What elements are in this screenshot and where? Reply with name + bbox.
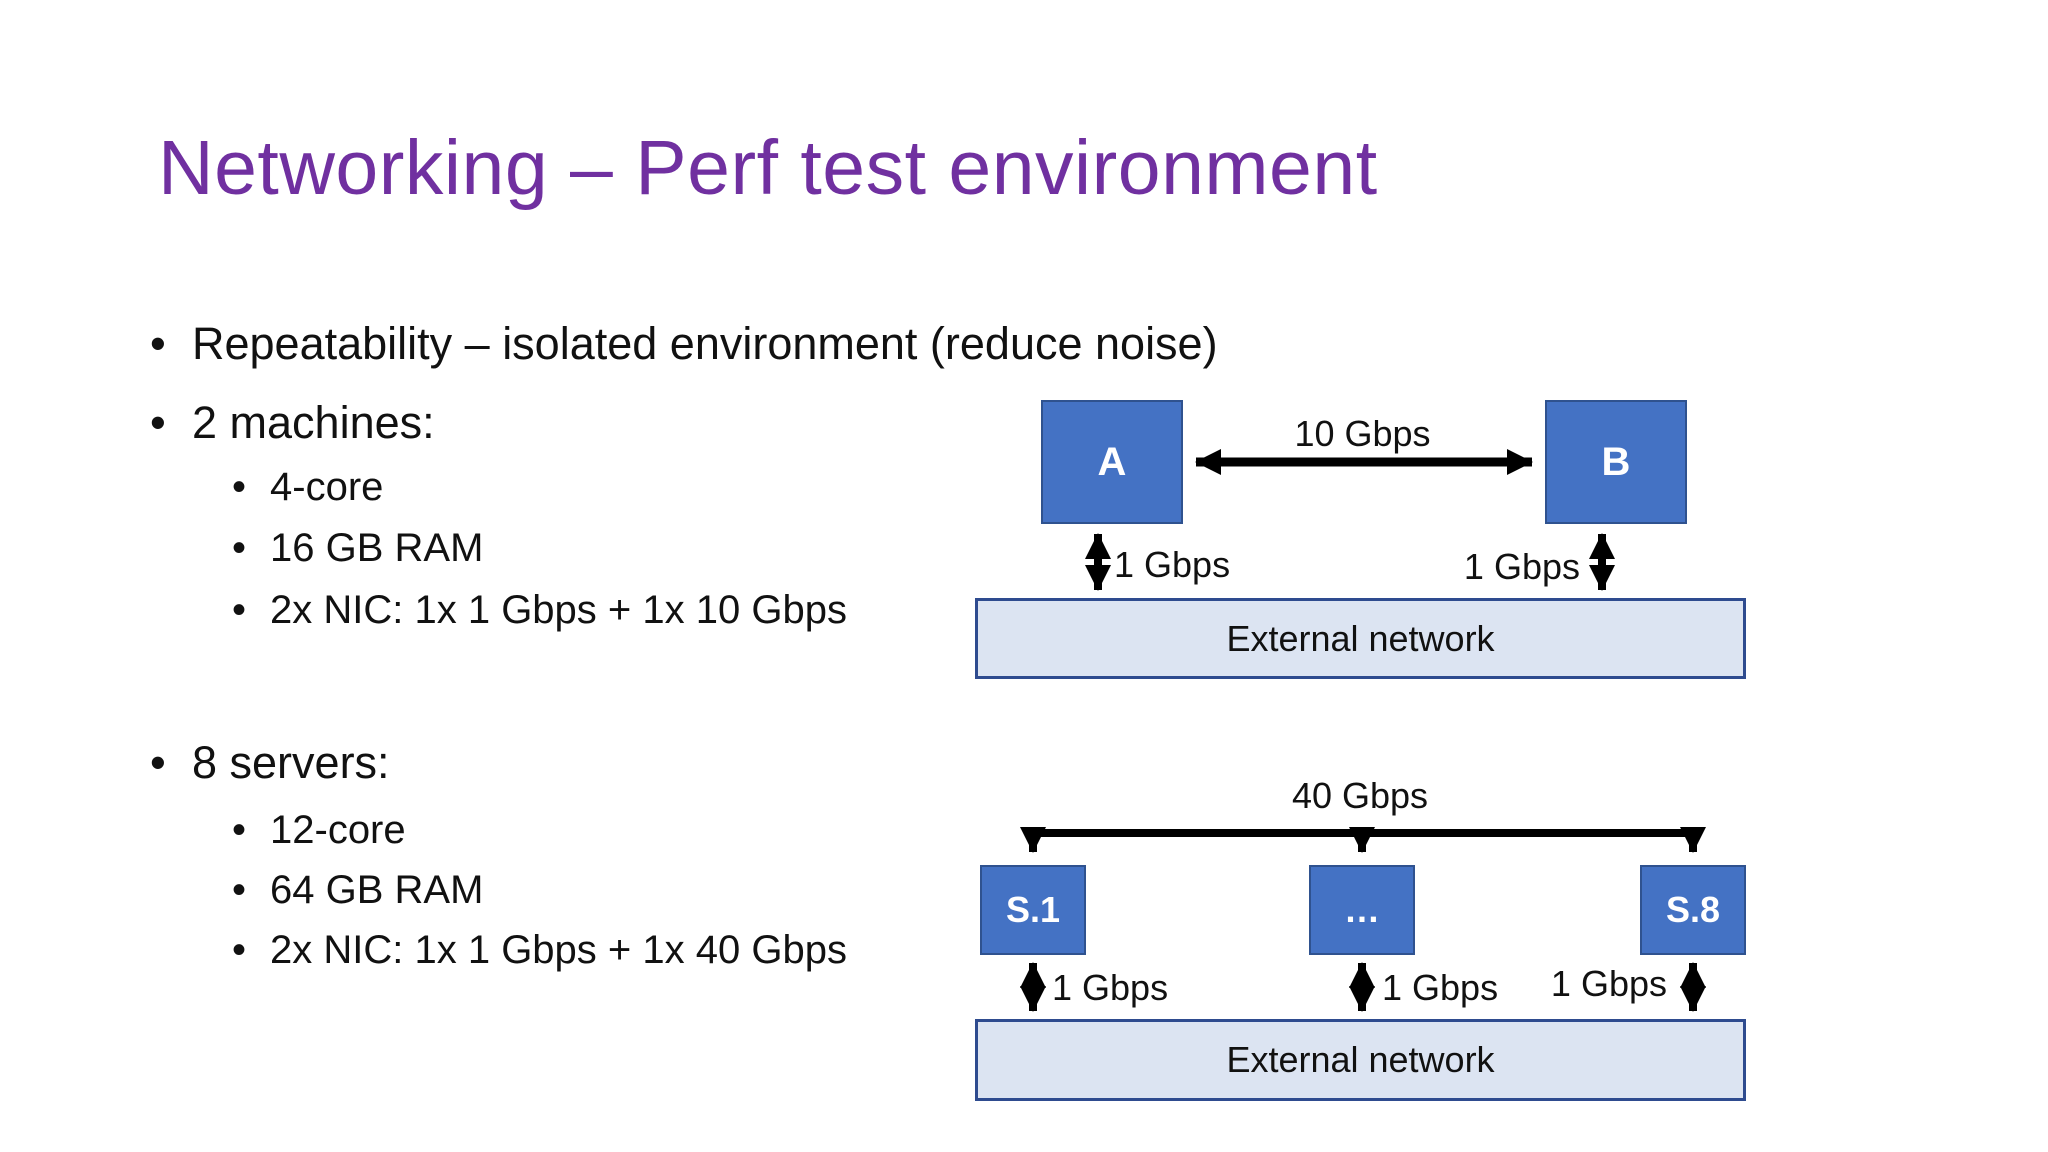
- label-1gbps-mid: 1 Gbps: [1382, 967, 1499, 1008]
- external-network-box-bottom: External network: [975, 1019, 1746, 1101]
- bullet-text: 2 machines:: [192, 397, 435, 448]
- bullet-marker: •: [232, 588, 247, 632]
- node-label: …: [1344, 889, 1380, 930]
- bullet-text: 2x NIC: 1x 1 Gbps + 1x 10 Gbps: [270, 588, 847, 632]
- bullet-text: 2x NIC: 1x 1 Gbps + 1x 40 Gbps: [270, 928, 847, 972]
- bullet-12-core: • 12-core: [232, 807, 406, 853]
- external-network-label: External network: [1226, 1039, 1495, 1080]
- bullet-marker: •: [232, 526, 247, 570]
- bullet-16gb-ram: • 16 GB RAM: [232, 525, 483, 571]
- label-1gbps-a: 1 Gbps: [1114, 544, 1231, 585]
- external-network-label: External network: [1226, 617, 1495, 659]
- bullet-text: 8 servers:: [192, 737, 390, 788]
- bullet-marker: •: [232, 808, 247, 852]
- bullet-text: 64 GB RAM: [270, 868, 484, 912]
- label-1gbps-s8: 1 Gbps: [1550, 963, 1667, 1004]
- label-40gbps: 40 Gbps: [1291, 775, 1429, 816]
- node-server-s8: S.8: [1640, 865, 1746, 955]
- label-10gbps: 10 Gbps: [1294, 413, 1431, 454]
- bullet-marker: •: [150, 318, 166, 369]
- label-1gbps-s1: 1 Gbps: [1052, 967, 1169, 1008]
- bullet-repeatability: • Repeatability – isolated environment (…: [150, 318, 1218, 370]
- node-server-s1: S.1: [980, 865, 1086, 955]
- node-label: B: [1601, 440, 1631, 484]
- bullet-8-servers: • 8 servers:: [150, 737, 390, 789]
- bullet-64gb-ram: • 64 GB RAM: [232, 867, 483, 913]
- bullet-nic-40gbps: • 2x NIC: 1x 1 Gbps + 1x 40 Gbps: [232, 927, 847, 973]
- node-machine-b: B: [1545, 400, 1687, 524]
- label-1gbps-b: 1 Gbps: [1463, 546, 1580, 587]
- node-label: S.1: [1005, 889, 1061, 930]
- bullet-text: 16 GB RAM: [270, 526, 484, 570]
- bullet-marker: •: [150, 397, 166, 448]
- bullet-text: Repeatability – isolated environment (re…: [192, 318, 1218, 369]
- bullet-marker: •: [232, 465, 247, 509]
- bullet-marker: •: [232, 868, 247, 912]
- bullet-nic-10gbps: • 2x NIC: 1x 1 Gbps + 1x 10 Gbps: [232, 587, 847, 633]
- bullet-marker: •: [150, 737, 166, 788]
- external-network-box-top: External network: [975, 598, 1746, 679]
- bullet-text: 12-core: [270, 808, 406, 852]
- slide-title: Networking – Perf test environment: [158, 125, 1378, 211]
- node-machine-a: A: [1041, 400, 1183, 524]
- node-label: S.8: [1665, 889, 1721, 930]
- bullet-text: 4-core: [270, 465, 384, 509]
- bullet-marker: •: [232, 928, 247, 972]
- node-server-ellipsis: …: [1309, 865, 1415, 955]
- bullet-4-core: • 4-core: [232, 464, 383, 510]
- bullet-2-machines: • 2 machines:: [150, 397, 435, 449]
- node-label: A: [1097, 440, 1127, 484]
